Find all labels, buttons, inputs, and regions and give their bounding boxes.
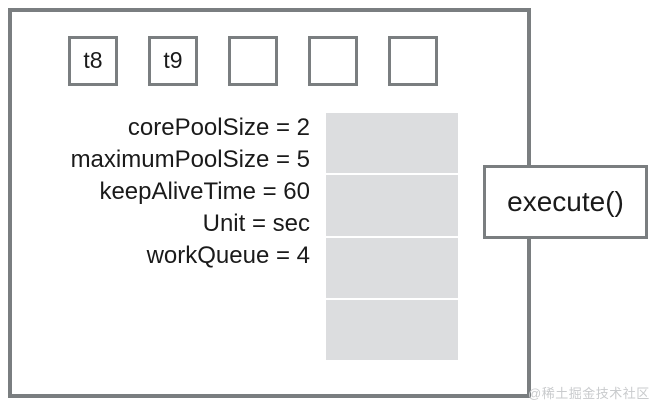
- work-queue-cell: [326, 113, 458, 176]
- work-queue-cell: [326, 299, 458, 360]
- thread-box-label: t9: [163, 46, 183, 73]
- thread-box-label: t8: [83, 46, 103, 73]
- thread-box-5[interactable]: [388, 36, 438, 86]
- work-queue-cell: [326, 175, 458, 238]
- execute-button[interactable]: execute(): [483, 165, 648, 239]
- thread-box-4[interactable]: [308, 36, 358, 86]
- execute-button-label: execute(): [507, 186, 624, 217]
- thread-box-1[interactable]: t8: [68, 36, 118, 86]
- config-line-unit: Unit = sec: [202, 210, 310, 237]
- pool-config-text: corePoolSize = 2 maximumPoolSize = 5 kee…: [18, 112, 310, 272]
- config-line-work-queue: workQueue = 4: [146, 242, 310, 269]
- config-line-keep-alive-time: keepAliveTime = 60: [99, 178, 310, 205]
- thread-box-3[interactable]: [228, 36, 278, 86]
- thread-box-2[interactable]: t9: [148, 36, 198, 86]
- watermark: @稀土掘金技术社区: [528, 386, 650, 401]
- work-queue-cell: [326, 237, 458, 300]
- config-line-core-pool-size: corePoolSize = 2: [127, 114, 310, 141]
- work-queue-stack: [326, 113, 458, 360]
- config-line-maximum-pool-size: maximumPoolSize = 5: [70, 146, 310, 173]
